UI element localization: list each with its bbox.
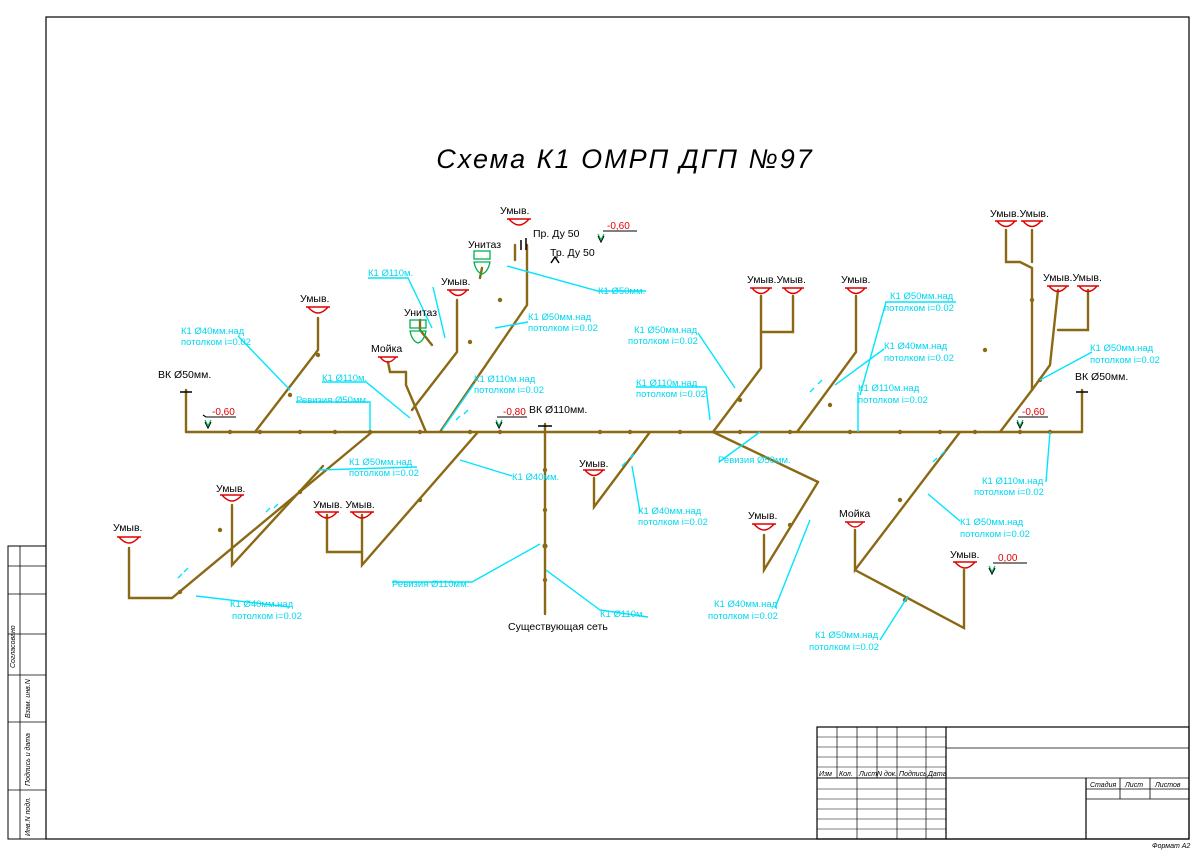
- note: потолком i=0.02: [884, 303, 954, 314]
- fixture-label: Умыв.: [441, 276, 470, 288]
- note: К1 Ø50мм.над: [960, 517, 1024, 528]
- fixture-label: Мойка: [371, 343, 402, 355]
- fixture-label: Умыв.Умыв.: [747, 274, 806, 286]
- stamp-ndok: N док.: [877, 770, 897, 778]
- stamp-vzam: Взам. инв.N: [25, 678, 32, 718]
- note: К1 Ø110м.: [368, 268, 413, 279]
- stamp-podpis: Подпись: [899, 770, 927, 778]
- fixture-label: Умыв.: [216, 483, 245, 495]
- level-values: -0,60 -0,80 -0,60 -0,60 0,00: [212, 221, 1045, 564]
- note: К1 Ø50мм.над: [634, 325, 698, 336]
- stamp-stadiya: Стадия: [1090, 781, 1116, 789]
- fixture-label: Умыв.: [300, 293, 329, 305]
- note: потолком i=0.02: [628, 336, 698, 347]
- level-left: -0,60: [212, 407, 235, 418]
- fixture-label: Умыв.: [841, 274, 870, 286]
- fixture-label: Умыв.: [113, 522, 142, 534]
- note: К1 Ø40мм.: [512, 472, 559, 483]
- label-pr-du50: Пр. Ду 50: [533, 228, 580, 240]
- stamp-podpis-data: Подпись и дата: [24, 733, 32, 786]
- stamp-data: Дата: [927, 771, 947, 778]
- note: потолком i=0.02: [809, 642, 879, 653]
- note: потолком i=0.02: [960, 529, 1030, 540]
- note: К1 Ø110м.над: [636, 378, 698, 389]
- note: К1 Ø40мм.над: [714, 599, 778, 610]
- note: потолком i=0.02: [638, 517, 708, 528]
- note: К1 Ø50мм.: [598, 286, 645, 297]
- stamp-labels: Изм Кол. Лист N док. Подпись Дата Стадия…: [10, 625, 1190, 850]
- stamp-list2: Лист: [1124, 782, 1143, 789]
- fixture-label: Умыв.: [579, 458, 608, 470]
- fixture-label: Умыв.: [748, 510, 777, 522]
- note: К1 Ø110м.над: [858, 383, 920, 394]
- pipe-network: [127, 228, 1090, 630]
- note: К1 Ø40мм.над: [638, 506, 702, 517]
- note: К1 Ø110м.над: [474, 374, 536, 385]
- note: К1 Ø50мм.над: [815, 630, 879, 641]
- stamp-listov: Листов: [1154, 782, 1181, 789]
- level-zero: 0,00: [998, 553, 1018, 564]
- fixture-label: Умыв. Умыв.: [313, 499, 375, 511]
- stamp-format: Формат А2: [1152, 843, 1190, 850]
- note: потолком i=0.02: [884, 353, 954, 364]
- note: потолком i=0.02: [1090, 355, 1160, 366]
- note: К1 Ø40мм.над: [181, 326, 245, 337]
- pipe-labels: Пр. Ду 50 Тр. Ду 50 ВК Ø50мм. ВК Ø50мм. …: [158, 228, 1128, 633]
- label-existing-network: Существующая сеть: [508, 621, 608, 633]
- stamp-inv: Инв.N подл.: [24, 797, 32, 836]
- label-vk50-left: ВК Ø50мм.: [158, 369, 211, 381]
- fixture-labels: Умыв. Умыв. Умыв. Унитаз Унитаз Мойка Ум…: [113, 205, 1102, 561]
- note: потолком i=0.02: [708, 611, 778, 622]
- fixture-label: Умыв.Умыв.: [1043, 272, 1102, 284]
- pipe-notes: К1 Ø40мм.над потолком i=0.02 К1 Ø110м. К…: [181, 268, 1160, 653]
- note: К1 Ø110м.: [600, 609, 645, 620]
- label-vk110: ВК Ø110мм.: [529, 404, 587, 416]
- note: потолком i=0.02: [974, 487, 1044, 498]
- note: Ревизия Ø50мм.: [718, 455, 791, 466]
- drawing-frame: [7, 16, 1190, 840]
- note: потолком i=0.02: [528, 323, 598, 334]
- level-right: -0,60: [1022, 407, 1045, 418]
- level-markers: [202, 230, 1048, 576]
- stamp-list: Лист: [858, 771, 877, 778]
- fixture-label: Унитаз: [404, 307, 437, 319]
- fixture-label: Унитаз: [468, 239, 501, 251]
- pipe-marks: [180, 238, 1088, 427]
- note: К1 Ø50мм.над: [528, 312, 592, 323]
- note: К1 Ø110м.: [322, 373, 367, 384]
- toilet-symbols: [409, 250, 491, 344]
- note: К1 Ø50мм.над: [349, 457, 413, 468]
- level-top: -0,60: [607, 221, 630, 232]
- leader-lines: [177, 265, 1093, 641]
- level-center: -0,80: [503, 407, 526, 418]
- fixture-label: Мойка: [839, 508, 870, 520]
- sink-symbols: [117, 218, 1099, 569]
- note: потолком i=0.02: [636, 389, 706, 400]
- note: К1 Ø40мм.над: [884, 341, 948, 352]
- note: К1 Ø50мм.над: [1090, 343, 1154, 354]
- note: К1 Ø40мм.над: [230, 599, 294, 610]
- label-vk50-right: ВК Ø50мм.: [1075, 371, 1128, 383]
- stamp-izm: Изм: [819, 771, 832, 778]
- note: потолком i=0.02: [181, 337, 251, 348]
- fixture-label: Умыв.: [500, 205, 529, 217]
- stamp-kol: Кол.: [839, 771, 853, 778]
- note: потолком i=0.02: [858, 395, 928, 406]
- note: Ревизия Ø110мм.: [392, 579, 469, 590]
- note: К1 Ø50мм.над: [890, 291, 954, 302]
- stamp-soglas: Согласовано: [10, 625, 17, 668]
- label-tr-du50: Тр. Ду 50: [550, 247, 595, 259]
- fixture-label: Умыв.Умыв.: [990, 208, 1049, 220]
- note: К1 Ø110м.над: [982, 476, 1044, 487]
- note: потолком i=0.02: [349, 468, 419, 479]
- fixture-label: Умыв.: [950, 549, 979, 561]
- note: потолком i=0.02: [232, 611, 302, 622]
- diagram-title: Схема К1 ОМРП ДГП №97: [436, 144, 813, 174]
- note: потолком i=0.02: [474, 385, 544, 396]
- note: Ревизия Ø50мм.: [296, 395, 369, 406]
